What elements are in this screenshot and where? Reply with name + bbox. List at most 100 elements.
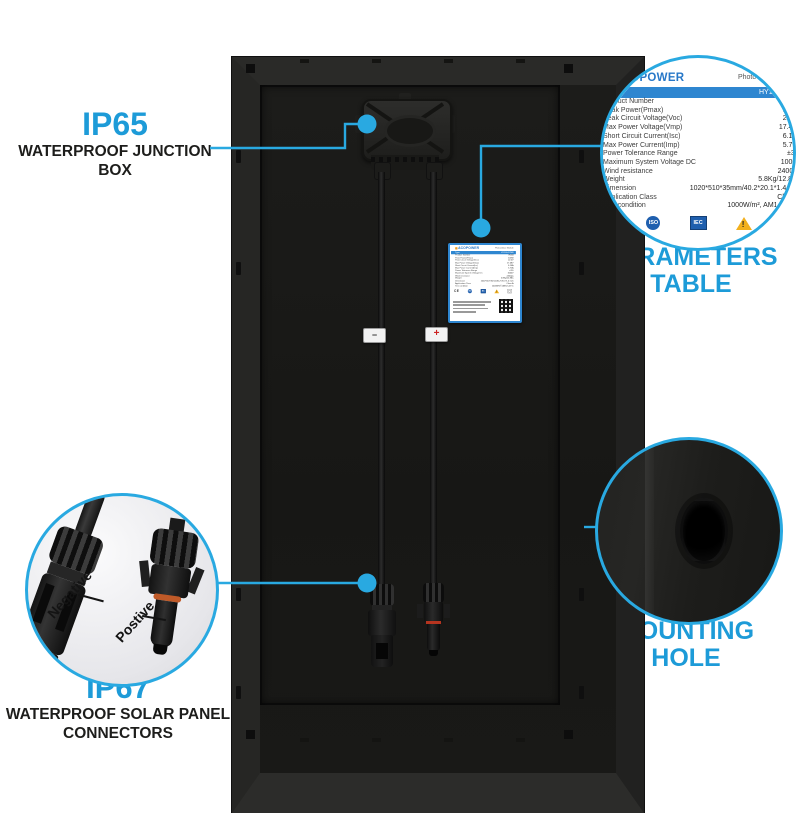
brand-mark-icon [603, 73, 611, 82]
ip65-title: IP65 [82, 106, 148, 142]
frame-notch [444, 59, 453, 63]
spec-row: Peak Circuit Voltage(Voc)22.0V [455, 259, 514, 262]
type-label: Type [603, 89, 619, 96]
frame-slot [579, 150, 584, 163]
frame-slot [236, 686, 241, 699]
spec-table: ACOPOWER Photovoltaic Module Type HY100-… [600, 70, 796, 232]
cable-positive [430, 172, 437, 586]
frame-notch [300, 738, 309, 742]
frame-notch [516, 59, 525, 63]
spec-row: Power Tolerance Range±3% [603, 150, 795, 158]
frame-slot [579, 262, 584, 275]
mc4-female-nut [370, 584, 394, 606]
spec-row: Max Power Voltage(Vmp)17.48V [603, 124, 796, 132]
frame-slot [579, 686, 584, 699]
junction-box [362, 99, 452, 161]
frame-notch [300, 59, 309, 63]
ce-mark-icon: CE [453, 289, 460, 293]
frame-slot [236, 588, 241, 601]
mc4-male-oring [426, 621, 441, 624]
spec-row: Max Power Current(Imp)5.71A [455, 267, 514, 270]
spec-row: Peak Power(Pmax)100W [455, 256, 514, 259]
panel-inner-edge [260, 85, 560, 705]
ce-mark-icon: CE [600, 217, 618, 230]
recycle-square-icon [780, 216, 793, 231]
clip-negative-mark: − [371, 330, 378, 340]
brand-logo: ACOPOWER [455, 246, 479, 250]
mounting-hole-magnifier [595, 437, 783, 625]
warning-triangle-icon: ! [494, 289, 500, 294]
type-value: HY100-12MB [758, 89, 796, 96]
type-row: Type HY100-12MB [603, 87, 796, 98]
mc4-male-latch-right [444, 604, 450, 618]
frame-edge-highlight [645, 440, 655, 622]
mc4-female-collar [372, 605, 392, 611]
certification-row: CE ISO IEC ! [600, 215, 793, 231]
frame-screw-hole [564, 64, 573, 73]
spec-row: Peak Power(Pmax)100W [603, 106, 795, 114]
parameters-table-magnifier: ACOPOWER Photovoltaic Module Type HY100-… [600, 55, 796, 251]
brand-logo: ACOPOWER [603, 72, 684, 84]
mc4-male-tip [429, 650, 438, 656]
frame-screw-hole [246, 64, 255, 73]
spec-row: Short Circuit Current(Isc)6.14A [603, 132, 796, 140]
connector-tip [152, 643, 168, 656]
frame-notch [372, 59, 381, 63]
ip67-subtitle-line2: CONNECTORS [63, 725, 173, 742]
mc4-male-nut [423, 583, 444, 603]
ip67-subtitle-line1: WATERPROOF SOLAR PANEL [5, 706, 231, 723]
iso-badge-icon: ISO [646, 216, 661, 231]
frame-slot [236, 150, 241, 163]
mounting-hole [680, 498, 728, 564]
warning-triangle-icon: ! [735, 216, 752, 230]
frame-slot [236, 262, 241, 275]
cable-negative [378, 172, 385, 590]
iso-badge-icon: ISO [467, 289, 473, 294]
mc4-male-latch-left [417, 604, 423, 618]
spec-row: Max Power Voltage(Vmp)17.48V [455, 261, 514, 265]
spec-row: Short Circuit Current(Isc)6.14A [455, 264, 514, 267]
clip-positive-mark: + [433, 328, 440, 339]
mounting-title-line2: HOLE [651, 644, 721, 672]
mc4-male-barrel [427, 624, 440, 652]
junction-box-oval-badge [384, 115, 436, 147]
iec-badge-icon: IEC [689, 216, 707, 231]
frame-slot [579, 588, 584, 601]
spec-row: Power Tolerance Range±3% [455, 269, 514, 272]
frame-screw-hole [246, 730, 255, 739]
product-type-label: Photovoltaic Module [737, 74, 796, 81]
certification-row: CE ISO IEC ! [451, 289, 516, 294]
address-text-lines [453, 299, 491, 315]
mini-label-footer [453, 299, 513, 315]
ip65-subtitle: WATERPROOF JUNCTION BOX [18, 143, 212, 179]
junction-box-side-tab [355, 115, 362, 133]
mc4-male-body [424, 602, 443, 622]
spec-row: Max Power Current(Imp)5.71A [603, 141, 796, 149]
brand-mark-icon [455, 247, 458, 250]
recycle-square-icon [507, 289, 512, 294]
mc4-female-body [368, 610, 396, 636]
cable-clip-negative: − [363, 328, 386, 343]
junction-box-tab [399, 93, 411, 101]
frame-screw-hole [564, 730, 573, 739]
frame-notch [516, 738, 525, 742]
mc4-male-connector-photo [130, 515, 206, 671]
